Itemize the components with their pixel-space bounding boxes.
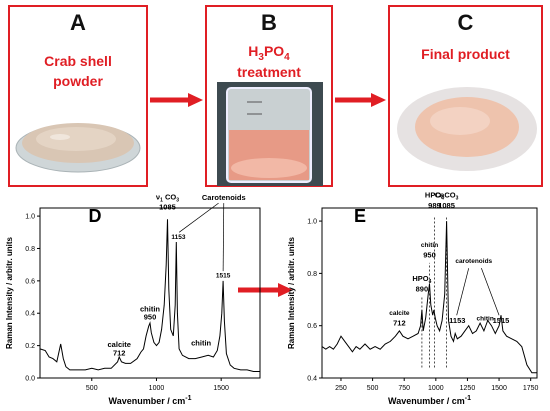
panel-a-line2: powder [53,73,103,89]
panel-b: B H3PO4 treatment [205,5,333,187]
x-tick-label: 500 [86,385,98,392]
annotation-label: HPO4 [412,274,431,285]
x-axis-label: Wavenumber / cm-1 [388,395,471,406]
y-tick-label: 0.0 [25,376,35,383]
panel-c-letter: C [457,10,474,35]
raman-chart-d: 500 1000 1500 0.0 0.2 0.4 0.6 0.8 1.0Wavenumber … [5,193,261,406]
y-tick-label: 1.0 [25,214,35,221]
annotation-label: 1515 [216,273,231,280]
annotation-label: 950 [144,313,157,322]
y-tick-label: 0.2 [25,343,35,350]
carotenoid-arrow [178,202,219,233]
panel-letter: E [354,206,366,226]
plot-frame [39,207,261,379]
x-tick-label: 1500 [213,385,229,392]
annotation-label: 890 [416,285,429,294]
x-tick-label: 1250 [460,385,476,392]
annotation-label: HPO4 [425,191,444,202]
x-tick-label: 1000 [428,385,444,392]
panel-a-line1: Crab shell [44,53,112,69]
panel-b-letter: B [261,10,277,35]
panel-letter: D [89,206,102,226]
final-product-image [397,87,537,171]
y-tick-label: 0.4 [307,376,317,383]
carotenoid-arrow [456,268,470,316]
x-tick-label: 1000 [149,385,165,392]
annotation-label: 712 [393,319,406,328]
arrow-a-to-b [150,93,203,107]
x-axis-label: Wavenumber / cm-1 [109,395,192,406]
x-tick-label: 500 [367,385,379,392]
carotenoid-arrow [222,203,225,272]
annotation-label: chitin [191,339,211,348]
annotation-label: carotenoids [455,258,492,265]
spectrum-line [321,221,537,374]
spectrum-line [39,219,260,372]
crab-powder-image [15,123,141,173]
x-tick-label: 250 [335,385,347,392]
annotation-label: 712 [113,348,126,357]
panel-c: C Final product [388,5,543,187]
annotation-label: chitin [476,315,493,322]
annotation-label: 1515 [493,316,510,325]
arrow-b-to-c [335,93,386,107]
y-tick-label: 0.6 [25,278,35,285]
x-tick-label: 1500 [491,385,507,392]
panel-c-line1: Final product [421,46,510,62]
annotation-label: 1085 [438,201,455,210]
y-tick-label: 0.6 [307,323,317,330]
annotation-label: calcite [389,310,410,317]
y-axis-label: Raman Intensity / arbitr. units [5,236,14,349]
panel-b-line2: treatment [237,64,301,80]
y-tick-label: 0.4 [25,311,35,318]
annotation-label: chitin [421,242,438,249]
annotation-label: CaCO3 [435,191,459,202]
annotation-label: 1153 [171,234,185,241]
panel-a: A Crab shell powder [8,5,148,187]
annotation-label: chitin [140,305,160,314]
panel-a-letter: A [70,10,86,35]
x-tick-label: 1750 [523,385,539,392]
carotenoid-arrow [481,268,500,316]
y-tick-label: 1.0 [307,219,317,226]
y-tick-label: 0.8 [25,246,35,253]
annotation-label: 950 [423,251,436,260]
raman-chart-e: 250 500 750 1000 1250 1500 1750 0.4 0.6 0.8 1.0Wav… [287,191,539,406]
annotation-label: calcite [108,340,131,349]
annotation-label: Carotenoids [202,193,246,202]
panel-b-formula: H3PO4 [248,43,290,63]
x-tick-label: 750 [398,385,410,392]
plot-frame [321,207,538,379]
annotation-label: 1153 [449,316,465,325]
beaker-image [217,82,323,186]
y-axis-label: Raman Intensity / arbitr. units [287,236,296,349]
y-tick-label: 0.8 [307,271,317,278]
annotation-label: 1085 [159,203,176,212]
annotation-label: 989 [428,201,441,210]
nu-co3-label: ν1 CO3 [156,193,179,204]
